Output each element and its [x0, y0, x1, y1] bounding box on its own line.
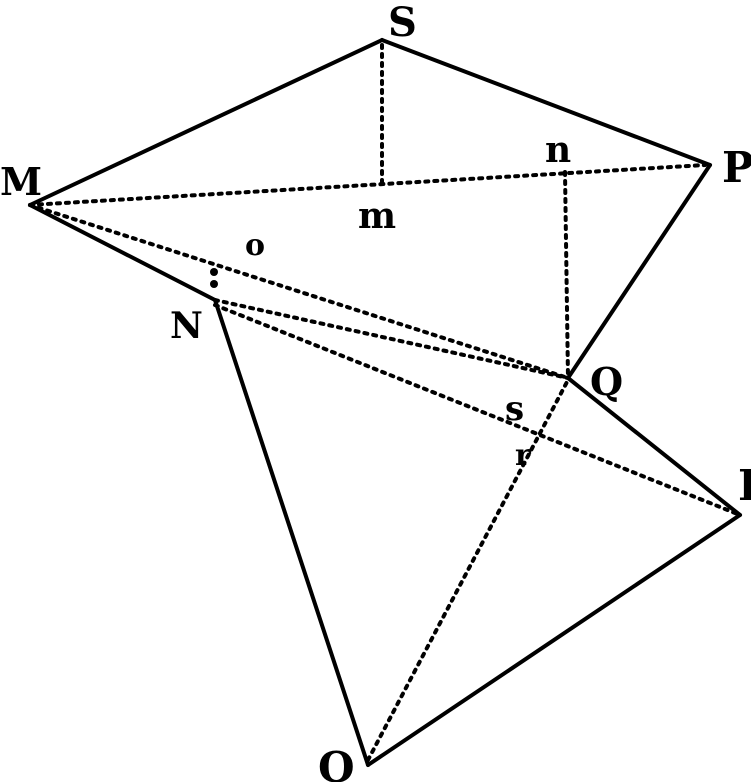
edge-S-P	[380, 38, 712, 167]
point-o-dot	[210, 268, 218, 276]
label-r: r	[515, 438, 532, 473]
label-R: R	[738, 461, 751, 510]
edge-M-N	[28, 203, 217, 302]
dotted-O-Q	[366, 378, 570, 762]
label-m: m	[358, 195, 396, 237]
label-n: n	[545, 129, 571, 171]
label-Q: Q	[590, 359, 623, 404]
edge-P-Q	[566, 163, 712, 380]
edge-R-Q	[566, 376, 742, 517]
dotted-M-P	[28, 163, 707, 207]
edge-M-S	[28, 38, 384, 207]
dotted-n-Q	[563, 170, 570, 380]
dotted-N-Q	[213, 298, 570, 380]
edge-O-R	[366, 513, 742, 767]
label-N: N	[170, 305, 203, 347]
label-O: O	[318, 743, 355, 782]
label-M: M	[0, 159, 42, 204]
label-P: P	[722, 143, 751, 192]
label-o: o	[245, 228, 265, 263]
point-o-dot2	[210, 280, 218, 288]
edge-N-O	[213, 298, 370, 767]
label-S: S	[388, 0, 417, 46]
dotted-M-Q	[28, 203, 570, 380]
label-s: s	[505, 389, 524, 429]
dotted-N-R	[213, 303, 742, 517]
